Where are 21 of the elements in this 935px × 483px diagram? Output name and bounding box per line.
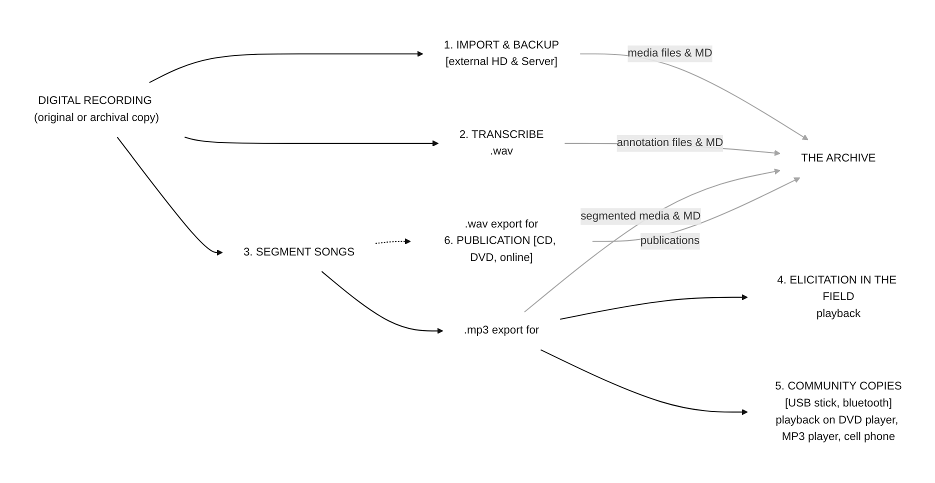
- arrow: [321, 271, 444, 334]
- node-text: 2. TRANSCRIBE .wav: [459, 128, 544, 158]
- arrow: [524, 168, 780, 313]
- edge-label: annotation files & MD: [616, 137, 724, 150]
- arrow: [540, 349, 748, 416]
- edge-label: media files & MD: [628, 48, 712, 60]
- arrow: [184, 136, 439, 147]
- node-text: .mp3 export for: [464, 324, 540, 337]
- arrow: [116, 136, 223, 256]
- edge-label: segmented media & MD: [580, 210, 701, 222]
- node-text: DIGITAL RECORDING (original or archival copy): [34, 95, 160, 124]
- edge-label: publications: [640, 235, 700, 248]
- node-text: 1. IMPORT & BACKUP [external HD & Server]: [444, 39, 560, 68]
- node-text: 4. ELICITATION IN THE FIELD playback: [777, 274, 897, 320]
- node-text: 5. COMMUNITY COPIES [USB stick, bluetooth] playback on DVD player, MP3 player, cell phone: [775, 380, 902, 443]
- node-text: .wav export for 6. PUBLICATION [CD, DVD, online]: [444, 218, 556, 264]
- arrow: [149, 50, 424, 84]
- arrow: [560, 294, 748, 320]
- node-text: 3. SEGMENT SONGS: [243, 246, 355, 258]
- node-text: THE ARCHIVE: [801, 152, 876, 165]
- arrow: [376, 238, 411, 245]
